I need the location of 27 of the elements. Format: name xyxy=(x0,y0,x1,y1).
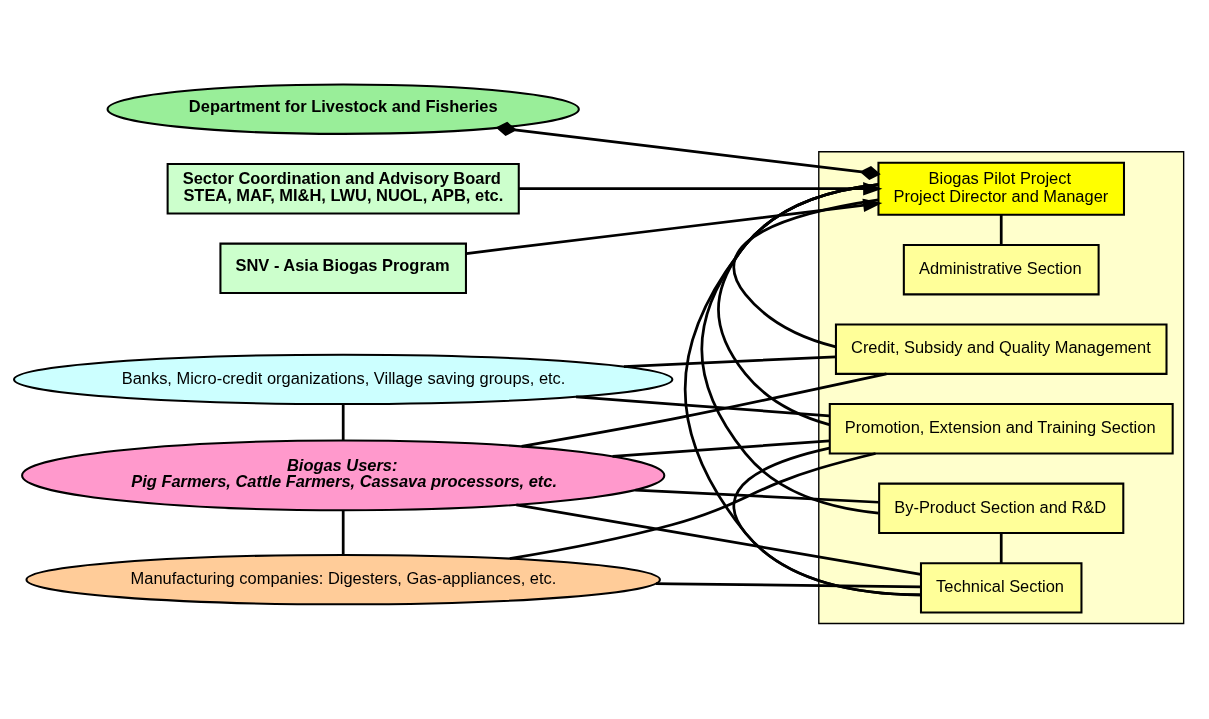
connector xyxy=(732,446,921,597)
connector xyxy=(655,582,921,589)
node-box: SNV - Asia Biogas Program xyxy=(219,242,467,294)
node-box: Biogas Pilot Project Project Director and Manager xyxy=(877,161,1125,216)
cluster xyxy=(818,151,1185,625)
connector xyxy=(509,452,876,560)
node-box: Technical Section xyxy=(919,562,1083,614)
connector xyxy=(700,183,879,515)
node-ellipse: Banks, Micro-credit organizations, Village saving groups, etc. xyxy=(13,353,674,406)
connector xyxy=(516,503,922,576)
node-box: By-Product Section and R&D xyxy=(878,482,1125,535)
connector xyxy=(623,355,836,368)
connector xyxy=(495,121,881,181)
connector xyxy=(521,372,887,448)
node-box: Administrative Section xyxy=(902,243,1100,296)
node-ellipse: Manufacturing companies: Digesters, Gas-appliances, etc. xyxy=(25,553,661,606)
connector xyxy=(612,439,830,458)
node-box: Promotion, Extension and Training Section xyxy=(828,403,1174,455)
node-ellipse: Biogas Users: Pig Farmers, Cattle Farmers, Cassava processors, etc. xyxy=(21,439,666,512)
connector xyxy=(341,404,345,441)
connector xyxy=(999,533,1003,563)
connector xyxy=(635,488,879,504)
connector xyxy=(732,198,879,349)
connector xyxy=(999,214,1003,245)
node-box: Sector Coordination and Advisory Board STEA, MAF, MI&H, LWU, NUOL, APB, etc. xyxy=(166,163,520,215)
connector xyxy=(341,510,345,555)
node-box: Credit, Subsidy and Quality Management xyxy=(834,323,1168,375)
